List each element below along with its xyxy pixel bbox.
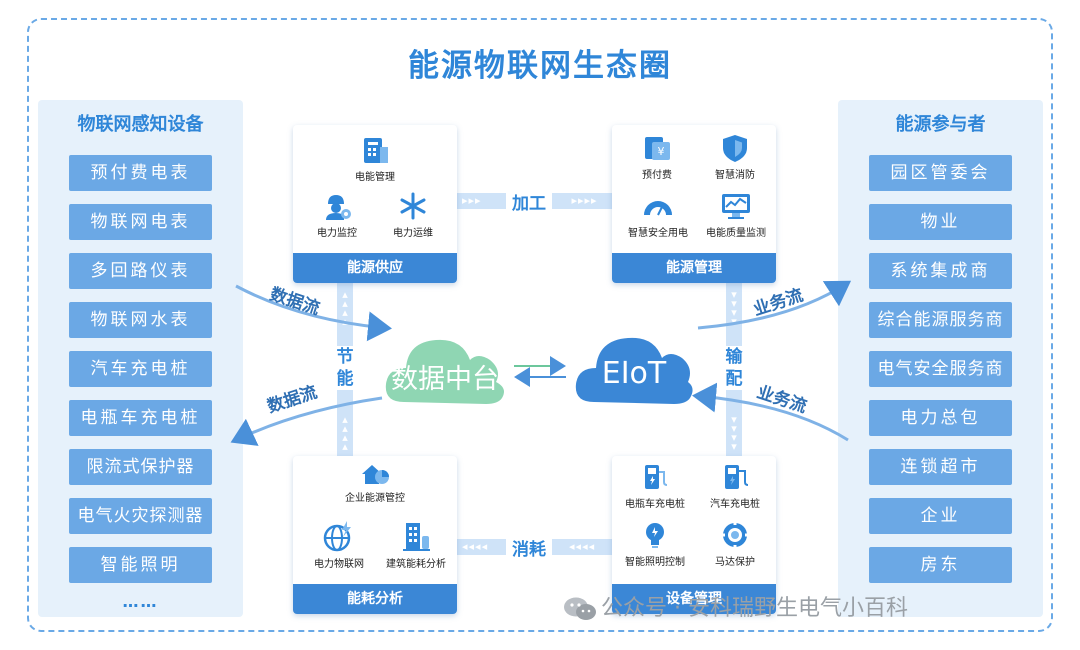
left-panel-title: 物联网感知设备 [77, 114, 204, 135]
vertical-label-char: 节 [336, 347, 354, 367]
engineer-gear-icon [326, 195, 351, 220]
card-item: 电力运维 [383, 191, 443, 239]
card-item: 电力监控 [307, 191, 367, 239]
building-plug-icon [403, 523, 430, 551]
snowflake-icon [400, 192, 426, 220]
device-chip: 电气火灾探测器 [69, 498, 212, 534]
card-item: 企业能源管控 [325, 462, 425, 504]
item-label: 预付费 [642, 170, 672, 181]
card-item: 汽车充电桩 [696, 462, 774, 510]
participant-chip: 物业 [869, 204, 1012, 240]
gauge-icon [644, 201, 672, 216]
globe-bolt-icon [323, 521, 351, 552]
item-label: 电能管理 [355, 172, 395, 183]
svg-text:¥: ¥ [658, 145, 665, 158]
more-ellipsis: …… [122, 592, 159, 611]
link-label-left: 节能 [333, 346, 357, 390]
participant-chip: 电气安全服务商 [869, 351, 1012, 387]
card-consumption-analysis: 企业能源管控 电力物联网 建筑能耗分析 能耗分析 [293, 456, 457, 614]
data-platform-label: 数据中台 [391, 364, 499, 395]
device-chip: 预付费电表 [69, 155, 212, 191]
device-chip: 物联网电表 [69, 204, 212, 240]
card-footer: 能源供应 [293, 253, 457, 283]
participant-chip: 连锁超市 [869, 449, 1012, 485]
card-item: 智慧安全用电 [618, 191, 698, 239]
wechat-icon [564, 597, 596, 620]
monitor-chart-icon [722, 194, 750, 219]
item-label: 汽车充电桩 [710, 499, 760, 510]
watermark: 公众号 · 安科瑞野生电气小百科 [563, 590, 908, 622]
right-panel-title: 能源参与者 [895, 114, 986, 135]
vertical-label-char: 配 [725, 369, 743, 389]
participant-chip: 园区管委会 [869, 155, 1012, 191]
arrows-down-icon: ▾▾▾▾ [731, 288, 737, 328]
item-label: 电力物联网 [314, 559, 364, 570]
item-label: 建筑能耗分析 [386, 559, 446, 570]
page-title: 能源物联网生态圈 [408, 48, 672, 84]
link-label-top: 加工 [506, 189, 552, 214]
data-platform-cloud-icon [385, 339, 504, 404]
eiot-cloud-icon [575, 337, 693, 404]
outer-frame [27, 18, 1053, 632]
card-footer: 能耗分析 [293, 584, 457, 614]
light-bulb-icon [646, 523, 664, 548]
car-charger-icon [725, 465, 749, 489]
watermark-text: 公众号 · 安科瑞野生电气小百科 [601, 596, 908, 621]
item-label: 智慧消防 [715, 170, 755, 181]
participant-chip: 电力总包 [869, 400, 1012, 436]
arrows-down-icon: ▾▾▾▾ [731, 413, 737, 453]
item-label: 马达保护 [715, 557, 755, 568]
card-item: 电能管理 [345, 135, 405, 183]
card-item: 电能质量监测 [698, 191, 774, 239]
right-panel: 能源参与者 园区管委会 物业 系统集成商 综合能源服务商 电气安全服务商 电力总… [838, 100, 1043, 617]
shield-icon [723, 135, 747, 162]
arrows-up-icon: ▴▴▴▴ [342, 413, 348, 453]
house-pie-icon [362, 465, 389, 484]
link-label-bottom: 消耗 [506, 535, 552, 560]
card-item: 电力物联网 [303, 520, 375, 570]
card-item: 建筑能耗分析 [377, 520, 455, 570]
device-chip: 智能照明 [69, 547, 212, 583]
item-label: 电能质量监测 [706, 228, 766, 239]
participant-chip: 系统集成商 [869, 253, 1012, 289]
eiot-label: EIoT [601, 356, 667, 391]
card-energy-supply: 电能管理 电力监控 电力运维 能源供应 [293, 125, 457, 283]
device-chip: 物联网水表 [69, 302, 212, 338]
card-footer: 设备管理 [612, 584, 776, 614]
item-label: 电力运维 [393, 228, 433, 239]
item-label: 智能照明控制 [625, 557, 685, 568]
item-label: 电力监控 [317, 228, 357, 239]
card-footer: 能源管理 [612, 253, 776, 283]
left-panel: 物联网感知设备 预付费电表 物联网电表 多回路仪表 物联网水表 汽车充电桩 电瓶… [38, 100, 243, 617]
vertical-label-char: 能 [336, 369, 354, 389]
participant-chip: 房东 [869, 547, 1012, 583]
motor-gear-icon [722, 522, 748, 548]
participant-chip: 综合能源服务商 [869, 302, 1012, 338]
card-equipment-management: 电瓶车充电桩 汽车充电桩 智能照明控制 马达保护 设备管理 [612, 456, 776, 614]
prepaid-card-icon: ¥ [645, 137, 670, 160]
card-energy-management: ¥ 预付费 智慧消防 智慧安全用电 电能质量监测 能源管理 [612, 125, 776, 283]
link-label-right: 输配 [722, 346, 746, 390]
card-item: 电瓶车充电桩 [616, 462, 694, 510]
card-item: 智能照明控制 [616, 520, 694, 568]
device-chip: 限流式保护器 [69, 449, 212, 485]
ev-charger-icon [645, 465, 668, 489]
item-label: 智慧安全用电 [628, 228, 688, 239]
card-item: 马达保护 [696, 520, 774, 568]
participant-chip: 企业 [869, 498, 1012, 534]
device-chip: 汽车充电桩 [69, 351, 212, 387]
vertical-label-char: 输 [725, 347, 743, 367]
card-item: ¥ 预付费 [622, 133, 692, 181]
device-chip: 电瓶车充电桩 [69, 400, 212, 436]
building-meter-icon [364, 138, 388, 163]
device-chip: 多回路仪表 [69, 253, 212, 289]
item-label: 电瓶车充电桩 [625, 499, 685, 510]
card-item: 智慧消防 [700, 133, 770, 181]
item-label: 企业能源管控 [345, 493, 405, 504]
